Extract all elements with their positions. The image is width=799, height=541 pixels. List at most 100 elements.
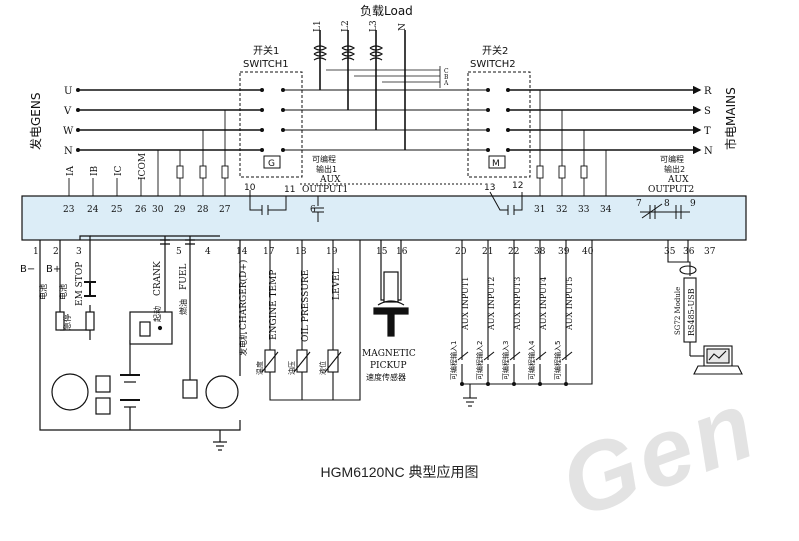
- terminal-20: 20: [455, 247, 467, 257]
- current-label-ia: IA: [66, 165, 76, 176]
- switch2-pin-12: 12: [512, 181, 523, 191]
- gens-phase-v: V: [63, 106, 72, 117]
- comm-module: SG72 Module: [674, 287, 682, 335]
- output1-cn2: 输出1: [316, 164, 337, 174]
- lower-left-wiring: [39, 235, 241, 451]
- switch1-coil-label: G: [268, 159, 275, 169]
- terminal-26: 26: [135, 205, 147, 215]
- aux-input-1-cn: 可编程输入1: [449, 341, 458, 380]
- sensor-engine-temp-en: ENGINE TEMP: [269, 270, 279, 340]
- ct-wires: [326, 66, 441, 88]
- terminal-17: 17: [263, 247, 275, 257]
- terminal-24: 24: [87, 205, 99, 215]
- battery-plus: B+: [46, 264, 61, 275]
- aux-input-1-en: AUX INPUT1: [461, 277, 470, 331]
- aux-input-3-cn: 可编程输入3: [501, 341, 510, 380]
- output1-pin-10: 10: [244, 183, 256, 193]
- gens-bus-dots: [76, 88, 80, 152]
- load-line-l3: L3: [369, 20, 379, 32]
- mains-phase-s: S: [704, 106, 711, 117]
- terminal-18: 18: [295, 247, 307, 257]
- controller-box: [21, 195, 747, 241]
- terminal-33: 33: [578, 205, 590, 215]
- terminal-40: 40: [582, 247, 594, 257]
- switch1-en: SWITCH1: [243, 59, 289, 70]
- terminal-31: 31: [534, 205, 545, 215]
- switch2-cn: 开关2: [482, 44, 508, 57]
- sensor-engine-temp-cn: 温度: [255, 361, 264, 375]
- switch1-contacts: [260, 88, 285, 152]
- switch2-contacts: [486, 88, 510, 152]
- aux-input-wiring: [457, 240, 593, 407]
- aux-input-5-cn: 可编程输入5: [553, 341, 562, 380]
- gens-phase-w: W: [63, 126, 74, 137]
- wiring-diagram: 负载Load L1 L2 L3 N C B A 开关1 SWITCH1 G 开关…: [20, 4, 747, 451]
- sensor-level-cn: 液位: [318, 361, 327, 375]
- ct-tap-a: A: [443, 80, 449, 87]
- controller-bottom-terminals: 1 2 3 5 4 14 17 18 19 15 16 20 21 22 38 …: [33, 247, 716, 257]
- terminal-25: 25: [111, 205, 123, 215]
- output1-cn1: 可编程: [312, 154, 336, 164]
- terminal-29: 29: [174, 205, 186, 215]
- comm-usb: RS485-USB: [687, 288, 696, 336]
- switch1-coil: [263, 155, 281, 169]
- switch-links: [283, 89, 488, 151]
- switch2-en: SWITCH2: [470, 59, 516, 70]
- charger-cn: 发电机: [238, 332, 248, 356]
- aux-input-dots: [460, 382, 568, 386]
- battery-cn-2: 电池: [58, 284, 68, 300]
- mains-label: 市电MAINS: [723, 87, 738, 150]
- switch1-box: [239, 71, 303, 178]
- output1-pin-11: 11: [284, 185, 295, 195]
- sensor-oil-pressure-cn: 油压: [287, 361, 296, 375]
- magnetic-pickup: [373, 240, 409, 337]
- terminal-37: 37: [704, 247, 716, 257]
- lower-left-caps: [160, 239, 195, 245]
- mains-phase-r: R: [704, 86, 712, 97]
- terminal-28: 28: [197, 205, 209, 215]
- load-line-n: N: [398, 23, 408, 31]
- terminal-16: 16: [396, 247, 408, 257]
- aux-input-2-en: AUX INPUT2: [487, 277, 496, 331]
- aux-input-5-en: AUX INPUT5: [565, 277, 574, 331]
- terminal-4: 4: [205, 247, 211, 257]
- aux-input-3-en: AUX INPUT3: [513, 277, 522, 331]
- terminal-39: 39: [558, 247, 570, 257]
- load-title: 负载Load: [360, 4, 413, 18]
- pickup-en2: PICKUP: [370, 361, 407, 371]
- terminal-8: 8: [664, 199, 670, 209]
- terminal-15: 15: [376, 247, 388, 257]
- laptop-icon: [690, 345, 743, 375]
- current-label-icom: ICOM: [138, 153, 148, 180]
- terminal-14: 14: [236, 247, 248, 257]
- terminal-32: 32: [556, 205, 567, 215]
- crank-en: CRANK: [153, 261, 163, 296]
- sensor-wiring: [261, 240, 361, 401]
- current-input-wires: [68, 178, 142, 196]
- terminal-34: 34: [600, 205, 612, 215]
- load-line-l2: L2: [341, 20, 351, 32]
- switch2-pin-13: 13: [484, 183, 495, 193]
- terminal-19: 19: [326, 247, 338, 257]
- ct-tap-b: B: [444, 74, 449, 81]
- fuel-en: FUEL: [179, 264, 189, 290]
- em-stop-cn: 急停: [62, 314, 72, 330]
- terminal-27: 27: [219, 205, 231, 215]
- output2-cn2: 输出2: [664, 164, 685, 174]
- mains-phase-n: N: [704, 146, 713, 157]
- battery-minus: B−: [20, 264, 35, 275]
- fuel-cn: 燃油: [178, 299, 188, 315]
- mains-phase-t: T: [704, 126, 711, 137]
- output1-name: OUTPUT1: [302, 185, 348, 195]
- gens-label: 发电GENS: [28, 93, 43, 150]
- terminal-1: 1: [33, 247, 39, 257]
- current-label-ic: IC: [114, 165, 124, 176]
- comm-wiring: [667, 240, 697, 356]
- switch2-box: [467, 71, 531, 178]
- pickup-en1: MAGNETIC: [362, 349, 416, 359]
- battery-cn-1: 电池: [38, 284, 48, 300]
- load-line-l1: L1: [313, 20, 323, 32]
- aux-input-4-en: AUX INPUT4: [539, 277, 548, 331]
- charger-en: CHARGER(D+): [238, 260, 249, 330]
- terminal-6: 6: [310, 205, 316, 215]
